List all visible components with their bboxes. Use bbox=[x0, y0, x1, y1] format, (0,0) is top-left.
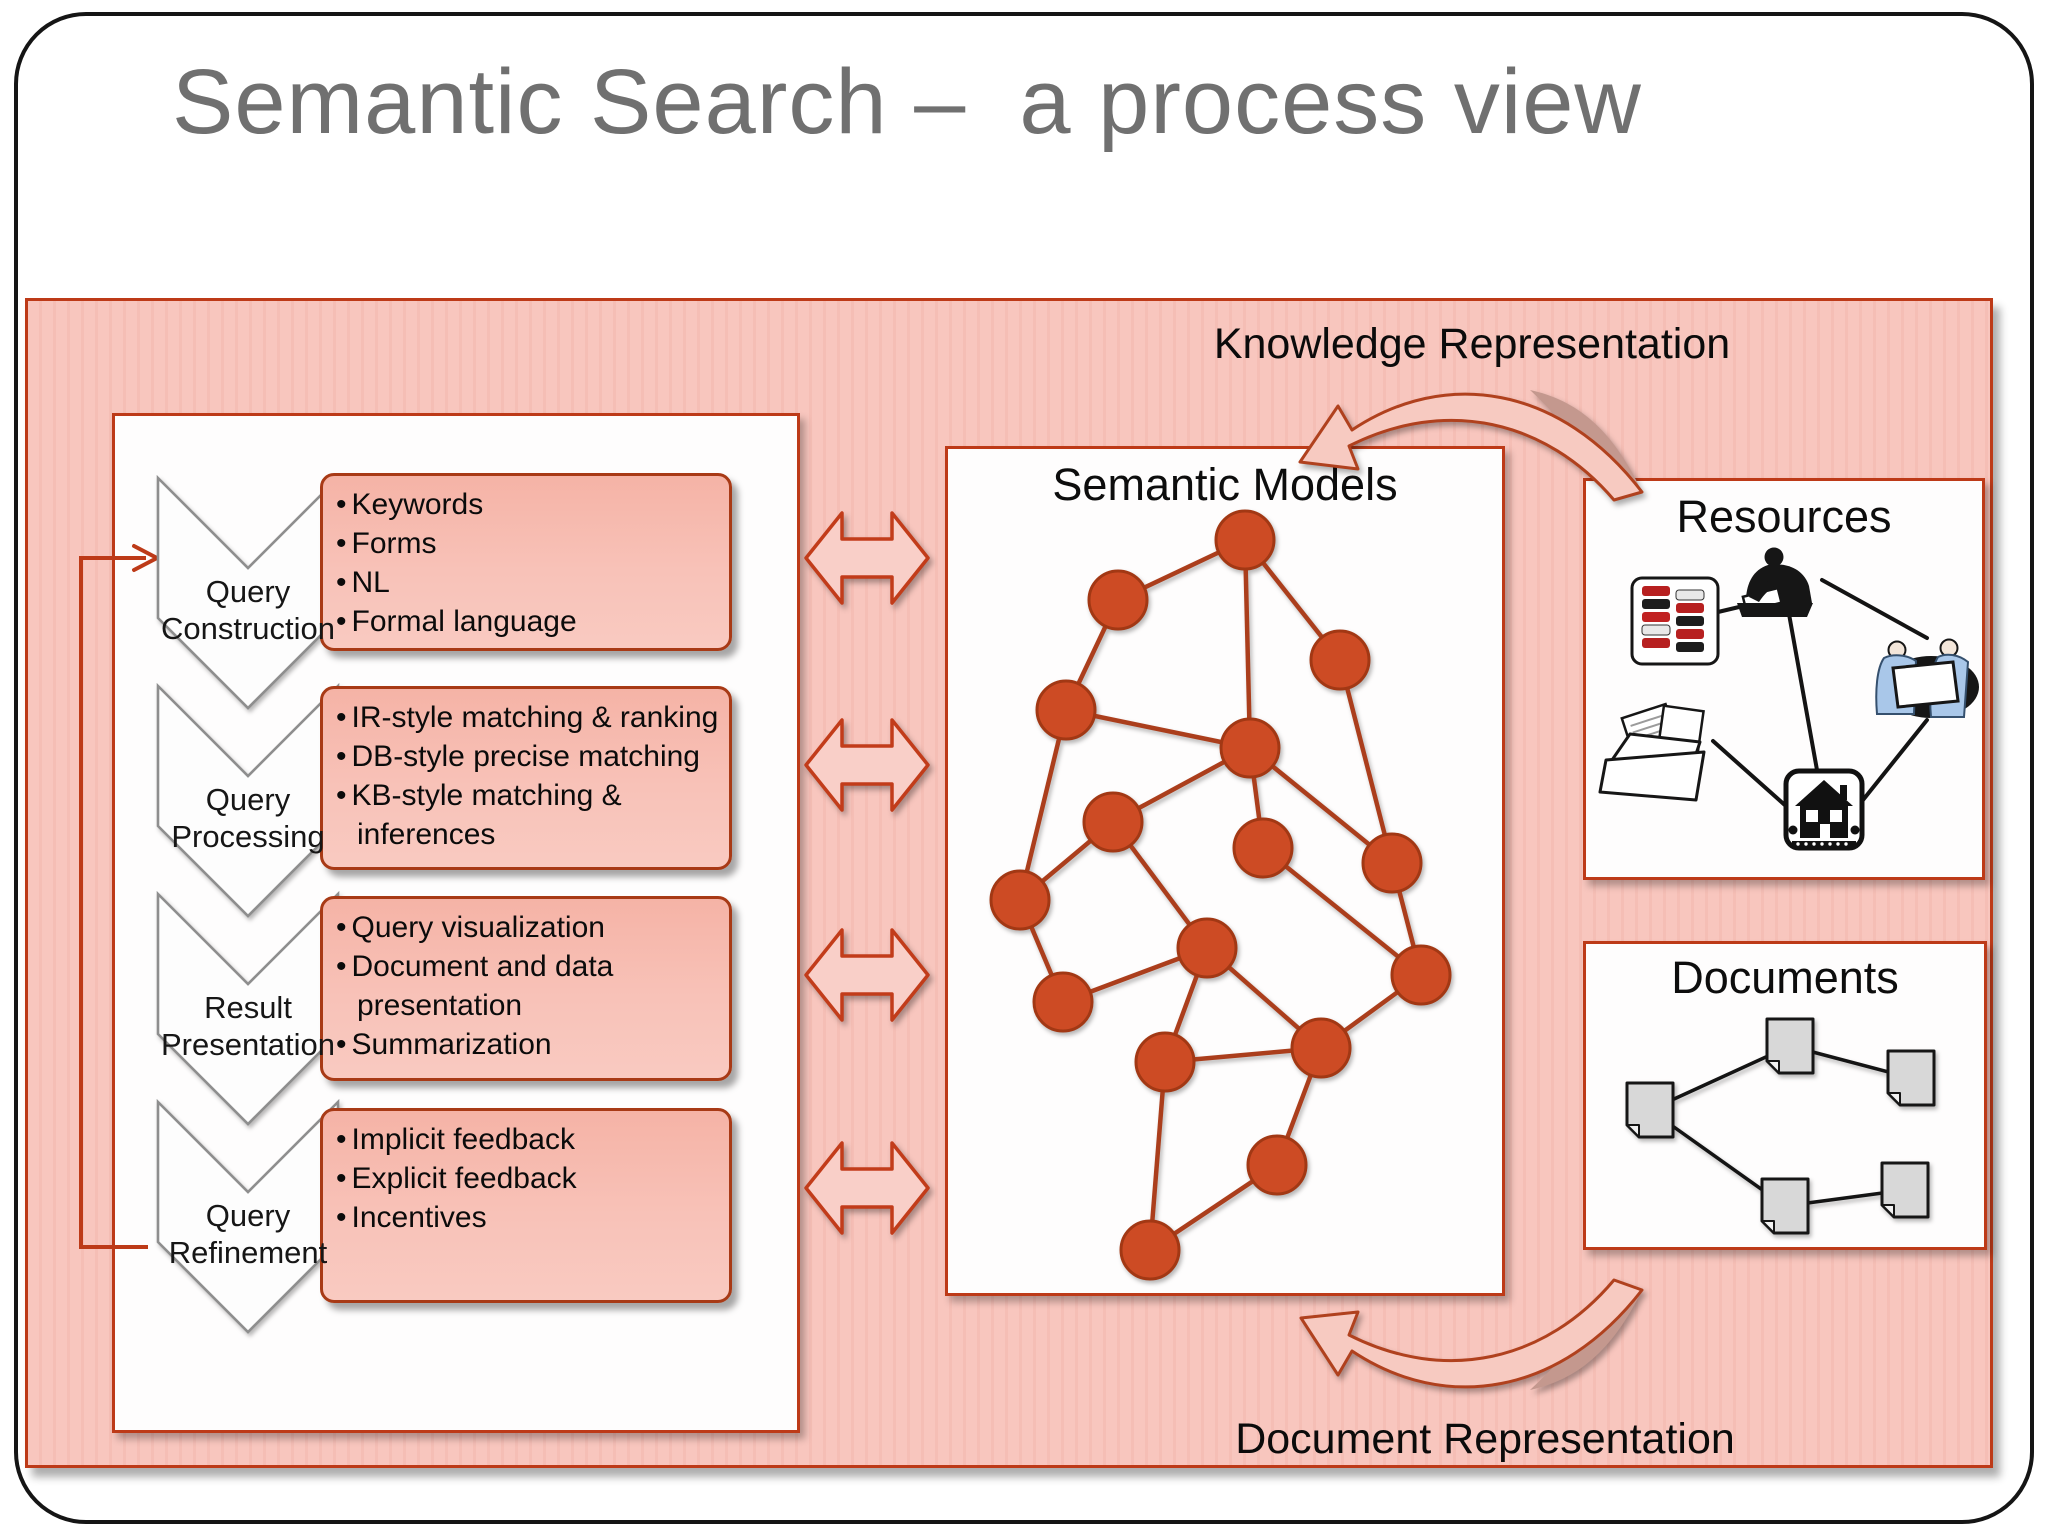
resources-title: Resources bbox=[1676, 491, 1892, 542]
process-steps-panel bbox=[112, 413, 800, 1433]
semantic-models-panel: Semantic Models bbox=[945, 446, 1505, 1296]
semantic-models-title: Semantic Models bbox=[1052, 459, 1398, 510]
documents-title: Documents bbox=[1671, 952, 1899, 1003]
resources-panel: Resources bbox=[1583, 478, 1985, 880]
document-representation-label: Document Representation bbox=[1235, 1415, 1735, 1463]
knowledge-representation-label: Knowledge Representation bbox=[1213, 320, 1731, 368]
page-title: Semantic Search – a process view bbox=[172, 51, 1642, 153]
documents-panel: Documents bbox=[1583, 941, 1987, 1250]
